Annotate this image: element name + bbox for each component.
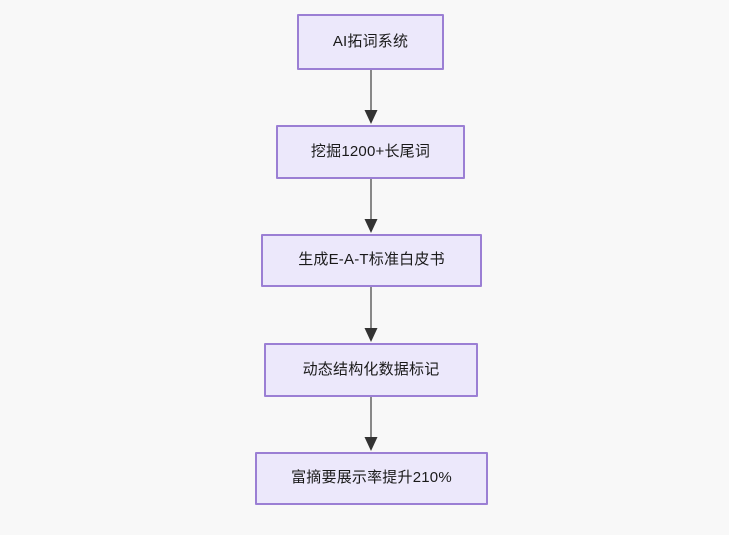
flow-node-label: 动态结构化数据标记: [302, 360, 440, 378]
flow-node-dynamic-structured-data-markup[interactable]: 动态结构化数据标记: [264, 343, 478, 397]
flow-node-label: 生成E-A-T标准白皮书: [298, 251, 445, 269]
edge-node3-to-node4: [364, 287, 378, 342]
arrowhead-down-icon: [364, 328, 378, 342]
arrowhead-down-icon: [364, 110, 378, 124]
edge-node4-to-node5: [364, 397, 378, 451]
flow-node-generate-eat-whitepaper[interactable]: 生成E-A-T标准白皮书: [261, 234, 482, 287]
arrowhead-down-icon: [364, 219, 378, 233]
edge-node1-to-node2: [364, 70, 378, 124]
flow-node-rich-snippet-impression-lift[interactable]: 富摘要展示率提升210%: [255, 452, 488, 505]
flow-node-label: 挖掘1200+长尾词: [310, 142, 431, 160]
arrowhead-down-icon: [364, 437, 378, 451]
flow-node-mine-longtail-keywords[interactable]: 挖掘1200+长尾词: [276, 125, 465, 179]
edge-node2-to-node3: [364, 179, 378, 233]
flow-node-label: AI拓词系统: [332, 32, 409, 50]
flow-node-label: 富摘要展示率提升210%: [291, 469, 452, 487]
flow-node-ai-keyword-system[interactable]: AI拓词系统: [297, 14, 444, 70]
